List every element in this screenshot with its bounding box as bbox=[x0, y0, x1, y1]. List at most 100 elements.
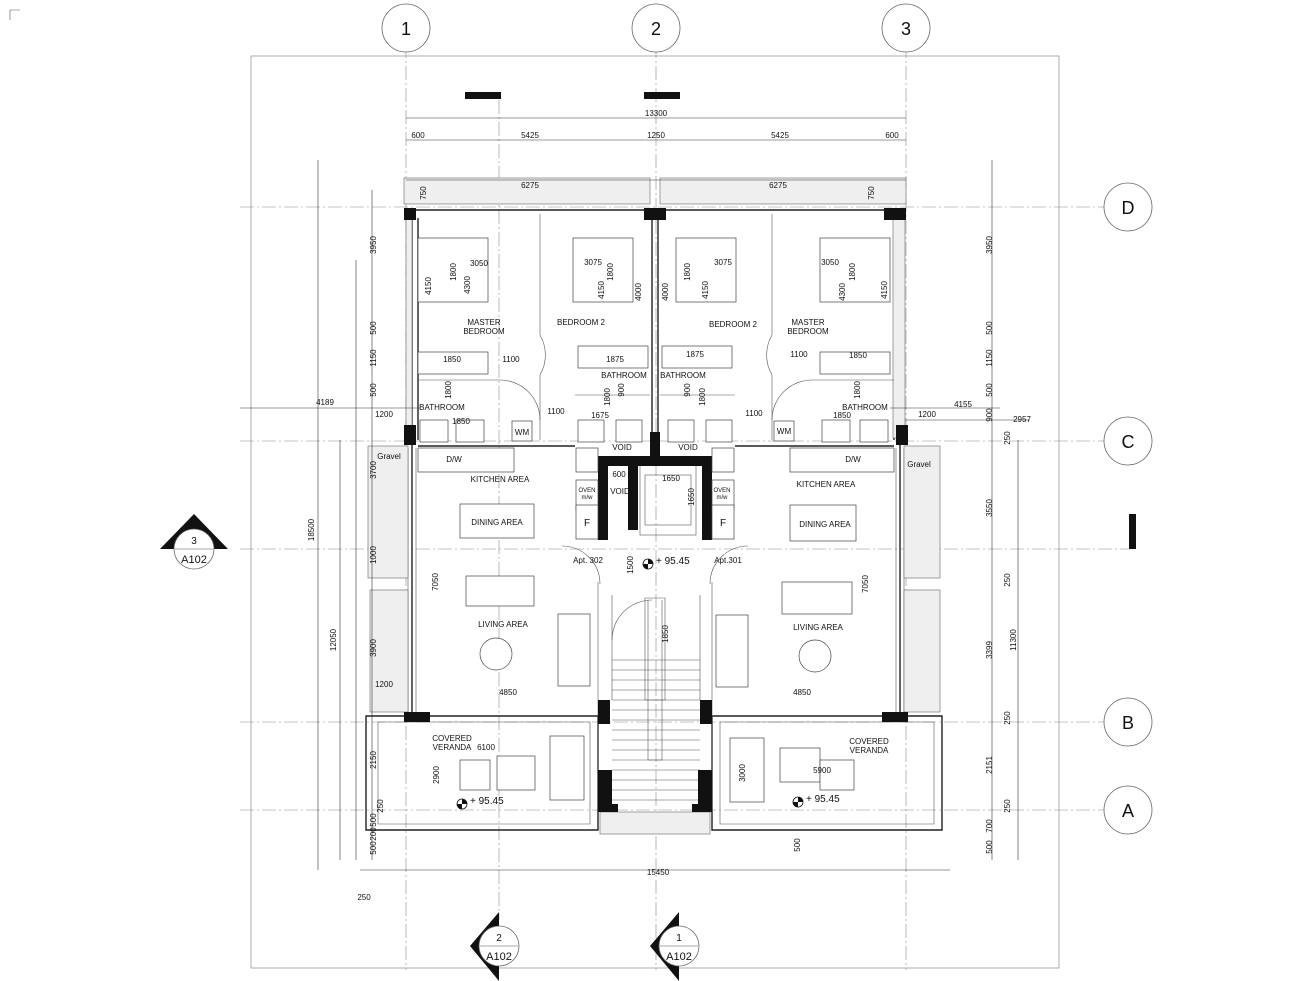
room-label-living-right: LIVING AREA bbox=[793, 623, 843, 632]
fridge-label: F bbox=[584, 518, 590, 529]
level-marker-veranda-right: + 95.45 bbox=[792, 794, 840, 808]
room-label-line: m/w bbox=[717, 495, 729, 501]
dim-planter: 6275 bbox=[769, 181, 787, 190]
dim-planter-depth: 750 bbox=[419, 186, 428, 200]
dim-right: 500 bbox=[985, 840, 994, 854]
dim-right: 500 bbox=[985, 383, 994, 397]
dim-top: 5425 bbox=[771, 131, 789, 140]
section-marker-number: 1 bbox=[676, 933, 682, 944]
section-cut-mark bbox=[465, 92, 501, 99]
dim-top: 1250 bbox=[647, 131, 665, 140]
dim-overall-top: 13300 bbox=[645, 109, 668, 118]
grid-bubble-col-1: 1 bbox=[381, 3, 431, 53]
dim-veranda: 6100 bbox=[477, 743, 495, 752]
room-label-line: BEDROOM bbox=[463, 327, 505, 336]
grid-label-row-A: A bbox=[1122, 801, 1134, 821]
dim-stair: 1650 bbox=[662, 474, 680, 483]
room-label-line: VERANDA bbox=[433, 743, 472, 752]
dim-veranda: 5900 bbox=[813, 766, 831, 775]
dim-bath: 1850 bbox=[833, 411, 851, 420]
dim-wardrobe: 1875 bbox=[686, 350, 704, 359]
building-walls bbox=[365, 177, 943, 835]
section-marker-number: 2 bbox=[496, 933, 502, 944]
dim-bath: 1800 bbox=[603, 388, 612, 406]
level-marker-veranda-left: + 95.45 bbox=[456, 796, 504, 810]
sheet-border bbox=[250, 55, 1060, 969]
dim-left: 1000 bbox=[369, 546, 378, 564]
section-marker-1: 1 A102 bbox=[650, 912, 700, 981]
dim-left: 200 bbox=[369, 827, 378, 841]
dim-wardrobe: 1100 bbox=[502, 355, 520, 364]
section-marker-2: 2 A102 bbox=[470, 912, 520, 981]
dim-left: 18500 bbox=[307, 518, 316, 541]
grid-bubble-row-C: C bbox=[1103, 416, 1153, 466]
dim-bed: 3050 bbox=[821, 258, 839, 267]
room-label-kitchen-right: KITCHEN AREA bbox=[797, 480, 856, 489]
dim-left: 3700 bbox=[369, 461, 378, 479]
dim-bed: 4150 bbox=[597, 281, 606, 299]
room-label-line: VERANDA bbox=[850, 746, 889, 755]
dim-bath: 1850 bbox=[452, 417, 470, 426]
grid-bubble-row-A: A bbox=[1103, 785, 1153, 835]
dim-stair: 1650 bbox=[687, 488, 696, 506]
dim-right: 500 bbox=[985, 321, 994, 335]
grid-label-row-C: C bbox=[1122, 432, 1135, 452]
dimension-lines bbox=[240, 117, 1030, 871]
dim-bath: 1100 bbox=[745, 409, 763, 418]
dim-bed: 4300 bbox=[463, 276, 472, 294]
dim-bath: 1800 bbox=[444, 381, 453, 399]
dim-bed: 4150 bbox=[880, 281, 889, 299]
room-label-bathroom-left: BATHROOM bbox=[419, 403, 465, 412]
dishwasher-label: D/W bbox=[446, 455, 462, 464]
section-marker-sheet: A102 bbox=[181, 554, 207, 566]
room-label-dining-left: DINING AREA bbox=[471, 518, 523, 527]
apartment-label-302: Apt. 302 bbox=[573, 556, 603, 565]
dim-right: 900 bbox=[985, 408, 994, 422]
dim-bath: 900 bbox=[617, 383, 626, 397]
section-cut-mark bbox=[644, 92, 680, 99]
room-label-gravel-left: Gravel bbox=[377, 452, 401, 461]
dim-bath: 900 bbox=[683, 383, 692, 397]
dim-bed: 1800 bbox=[606, 263, 615, 281]
level-text: + 95.45 bbox=[656, 556, 690, 567]
dim-top: 600 bbox=[885, 131, 899, 140]
room-label-bedroom2-left: BEDROOM 2 bbox=[557, 318, 606, 327]
dim-left: 500 bbox=[369, 813, 378, 827]
void-label: VOID bbox=[610, 487, 630, 496]
dim-right: 250 bbox=[1003, 799, 1012, 813]
oven-label-line: OVEN bbox=[578, 488, 595, 494]
dim-right: 11300 bbox=[1009, 629, 1018, 651]
room-label-bathroom-mid-left: BATHROOM bbox=[601, 371, 647, 380]
dim-veranda: 3000 bbox=[738, 764, 747, 782]
dim-left: 250 bbox=[376, 799, 385, 813]
dim-left: 7050 bbox=[431, 573, 440, 591]
room-label-bathroom-mid-right: BATHROOM bbox=[660, 371, 706, 380]
dim-left: 1150 bbox=[369, 349, 378, 367]
dim-bed: 4300 bbox=[838, 283, 847, 301]
dim-wardrobe: 1850 bbox=[443, 355, 461, 364]
dim-right: 3399 bbox=[985, 641, 994, 659]
dim-top: 5425 bbox=[521, 131, 539, 140]
room-label-line: BEDROOM bbox=[787, 327, 829, 336]
dim-bed: 4150 bbox=[701, 281, 710, 299]
dim-right: 250 bbox=[1003, 431, 1012, 445]
dim-left: 3900 bbox=[369, 639, 378, 657]
dim-top: 600 bbox=[411, 131, 425, 140]
structural-columns bbox=[404, 208, 908, 812]
dim-wardrobe: 1875 bbox=[606, 355, 624, 364]
room-label-dining-right: DINING AREA bbox=[799, 520, 851, 529]
dim-right: 3550 bbox=[985, 499, 994, 517]
room-label-line: MASTER bbox=[791, 318, 825, 327]
dim-left: 500 bbox=[369, 383, 378, 397]
dim-bed: 3075 bbox=[714, 258, 732, 267]
dim-veranda: 2900 bbox=[432, 766, 441, 784]
dim-wardrobe: 1100 bbox=[790, 350, 808, 359]
dim-planter-depth: 750 bbox=[867, 186, 876, 200]
room-label-gravel-right: Gravel bbox=[907, 460, 931, 469]
section-marker-sheet: A102 bbox=[486, 951, 512, 963]
